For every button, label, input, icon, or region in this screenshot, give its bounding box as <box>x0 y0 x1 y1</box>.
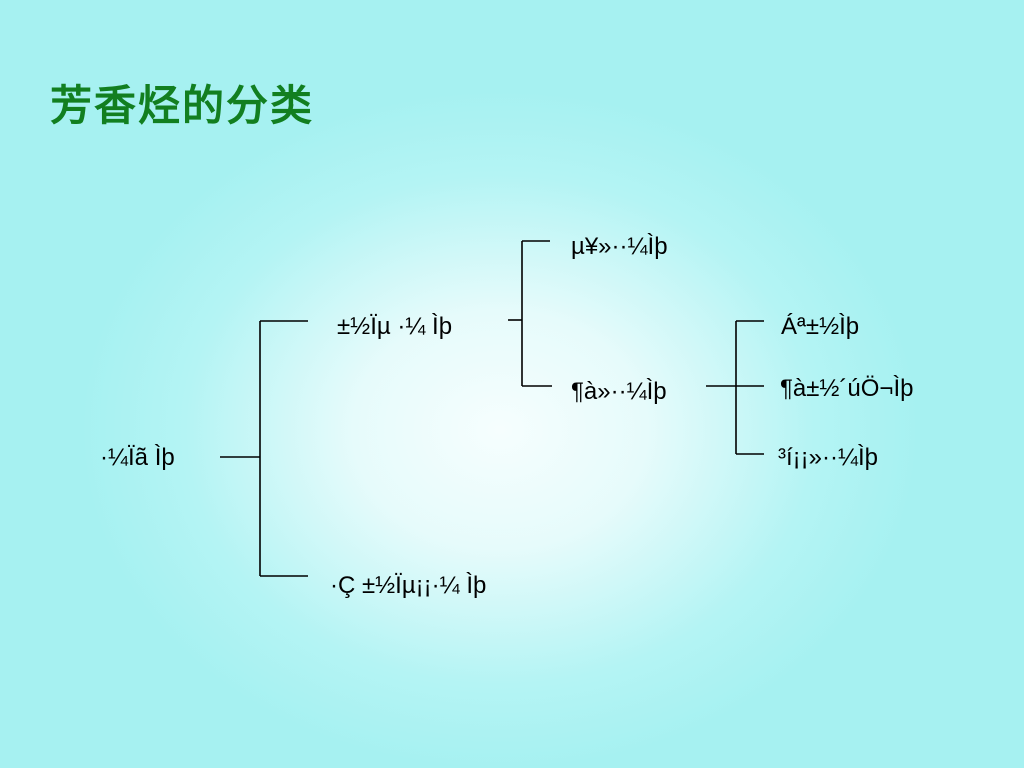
node-level3-middle: ¶à±½´úÖ¬Ìþ <box>780 375 914 402</box>
node-level3-bottom: ³í¡¡»··¼Ìþ <box>778 444 879 471</box>
node-level2-top: µ¥»··¼Ìþ <box>571 233 668 260</box>
node-level3-top: Áª±½Ìþ <box>781 313 860 340</box>
node-level2-bottom: ¶à»··¼Ìþ <box>571 378 667 405</box>
node-root: ·¼Ïã Ìþ <box>100 444 175 471</box>
node-level1-bottom: ·Ç ±½Ïµ¡¡·¼ Ìþ <box>330 572 487 599</box>
slide-title: 芳香烃的分类 <box>50 81 315 130</box>
node-level1-top: ±½Ïµ ·¼ Ìþ <box>337 313 453 340</box>
